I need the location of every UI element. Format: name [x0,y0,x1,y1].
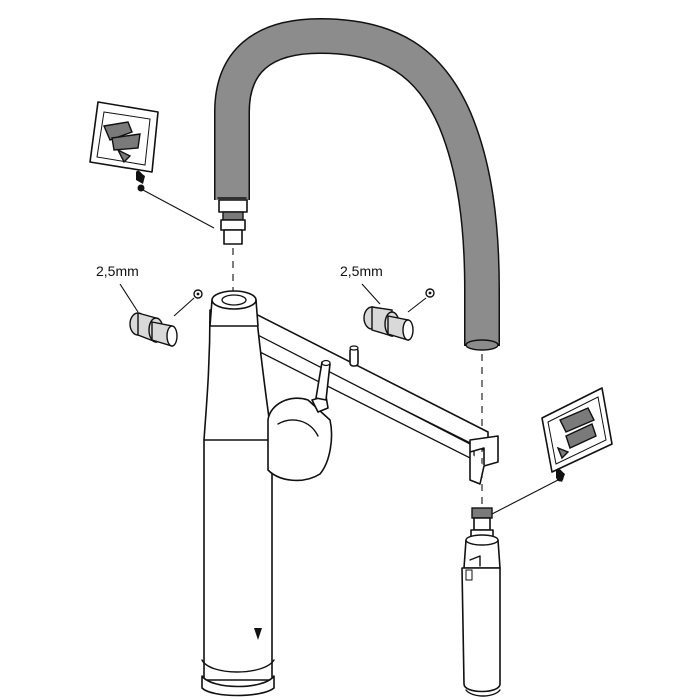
o-ring-seal-icon [193,289,203,299]
leader-line-seal-left [173,297,195,317]
lever-handle [267,359,333,482]
leader-line-label-left [119,283,139,313]
faucet-body [201,290,275,697]
threaded-fitting-left [129,312,178,347]
hose-connector [218,199,248,245]
leader-line-grease-left [142,189,215,229]
wrench-size-label-right: 2,5mm [340,263,383,279]
wrench-size-label-left: 2,5mm [96,263,139,279]
grease-packet-icon [89,101,159,184]
leader-line-grease-right [491,479,559,515]
leader-line-label-right [361,283,381,305]
grease-drop [137,184,145,192]
grease-packet-icon [541,387,613,482]
o-ring-seal-icon [425,288,435,298]
curved-hose [214,17,500,351]
leader-line-seal-right [407,297,427,313]
spray-head [461,507,501,697]
grease-drop [556,474,564,482]
threaded-fitting-right [363,306,414,341]
